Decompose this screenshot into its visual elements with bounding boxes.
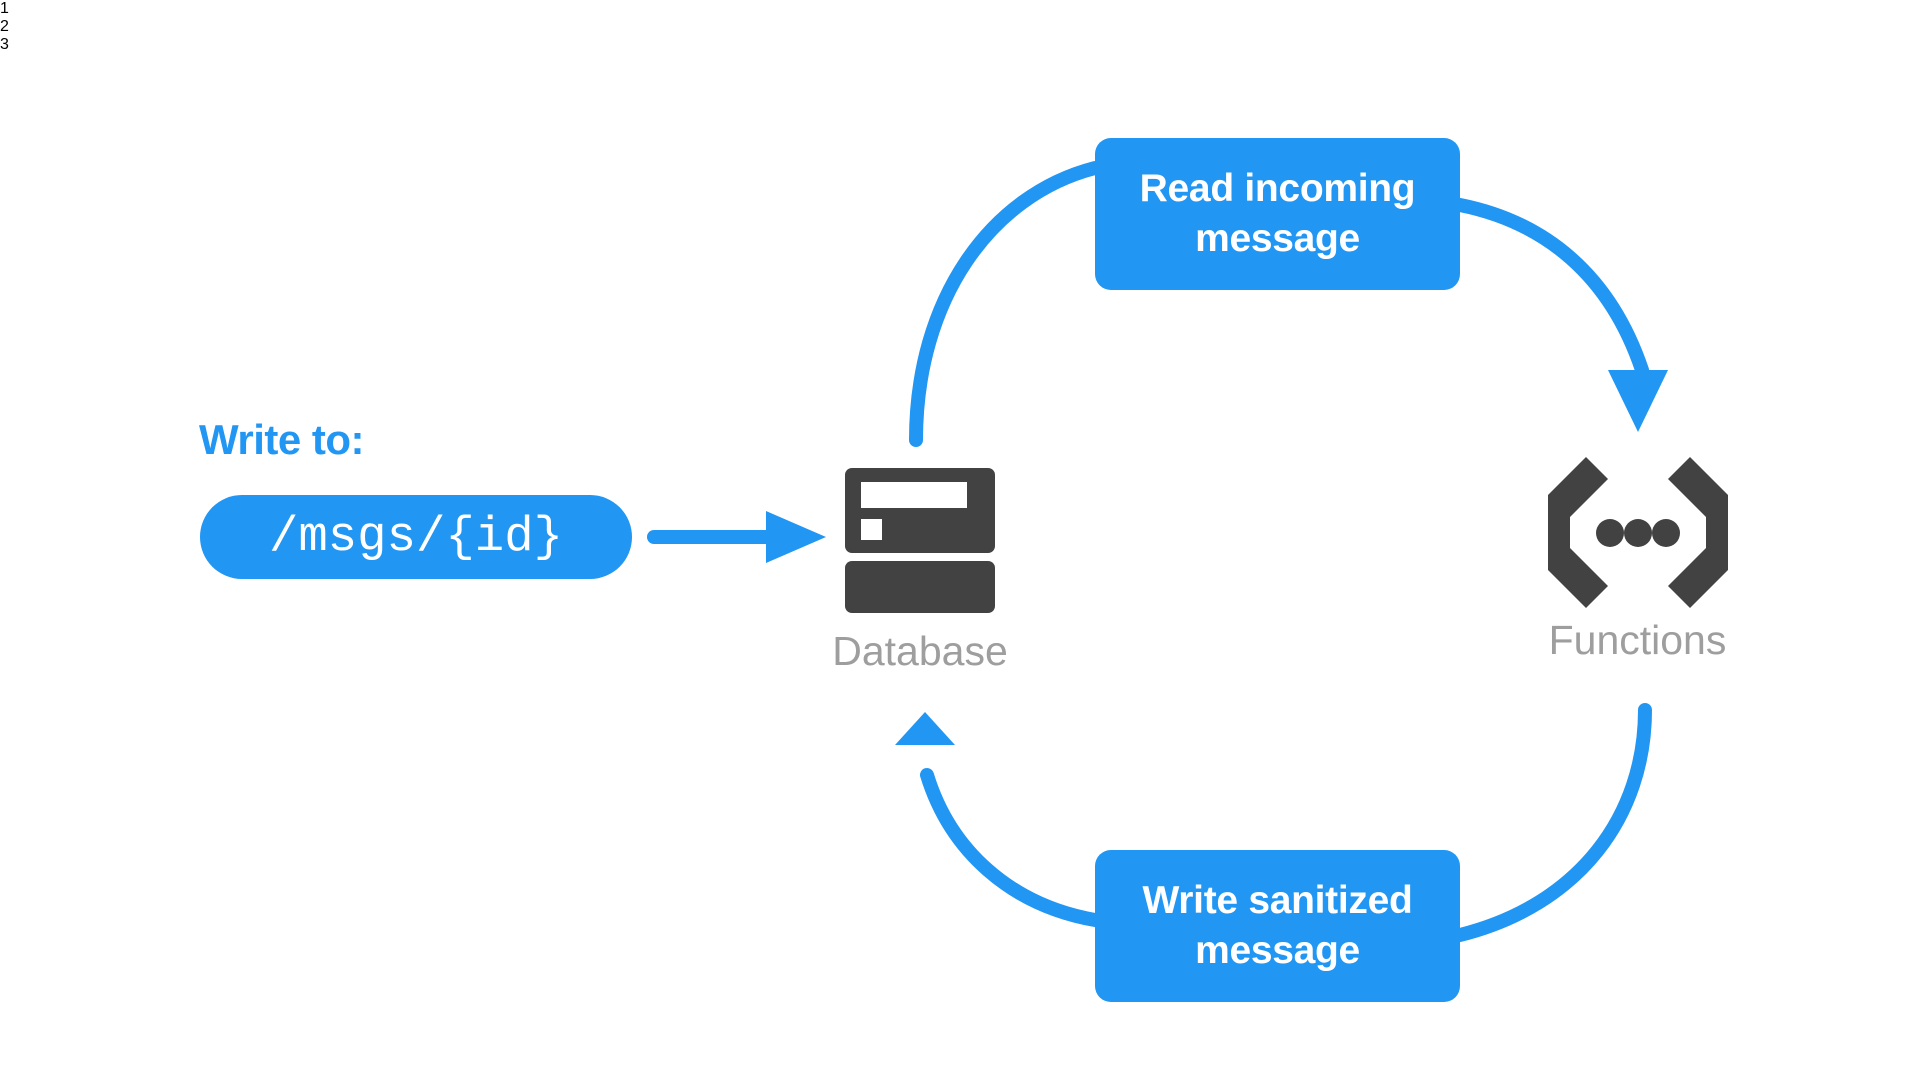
connector-functions-to-write xyxy=(1453,703,1652,942)
functions-icon xyxy=(1548,457,1728,608)
write-to-label: Write to: xyxy=(199,416,365,463)
action-box-read-line1: Read incoming xyxy=(1139,167,1416,210)
connector-write-to-database xyxy=(895,712,1102,927)
step-badge-1: 1 xyxy=(0,0,9,17)
database-unit-bottom xyxy=(845,561,995,690)
node-functions[interactable]: Functions xyxy=(1540,455,1740,685)
action-box-read-line2: message xyxy=(1195,217,1360,260)
step-badge-2: 2 xyxy=(0,18,9,35)
functions-label: Functions xyxy=(1548,617,1727,663)
database-label: Database xyxy=(832,628,1008,674)
database-led-bottom xyxy=(861,669,882,690)
connector-read-to-functions xyxy=(1453,198,1668,432)
write-path-pill[interactable]: /msgs/{id} xyxy=(200,495,632,579)
connector-database-to-read xyxy=(909,161,1102,447)
action-box-write-text: Write sanitized message xyxy=(1128,876,1426,976)
connector-pill-to-database xyxy=(647,511,826,563)
database-led-top xyxy=(861,519,882,540)
step-badge-3: 3 xyxy=(0,36,9,53)
action-box-write[interactable]: Write sanitized message xyxy=(1095,850,1460,1002)
node-database[interactable]: Database xyxy=(832,468,1008,698)
action-box-read-text: Read incoming message xyxy=(1126,164,1430,264)
action-box-write-line1: Write sanitized xyxy=(1142,879,1413,922)
database-bar xyxy=(861,482,967,508)
database-unit-top xyxy=(845,468,995,553)
action-box-read[interactable]: Read incoming message xyxy=(1095,138,1460,290)
action-box-write-line2: message xyxy=(1195,929,1360,972)
database-icon xyxy=(845,468,995,690)
